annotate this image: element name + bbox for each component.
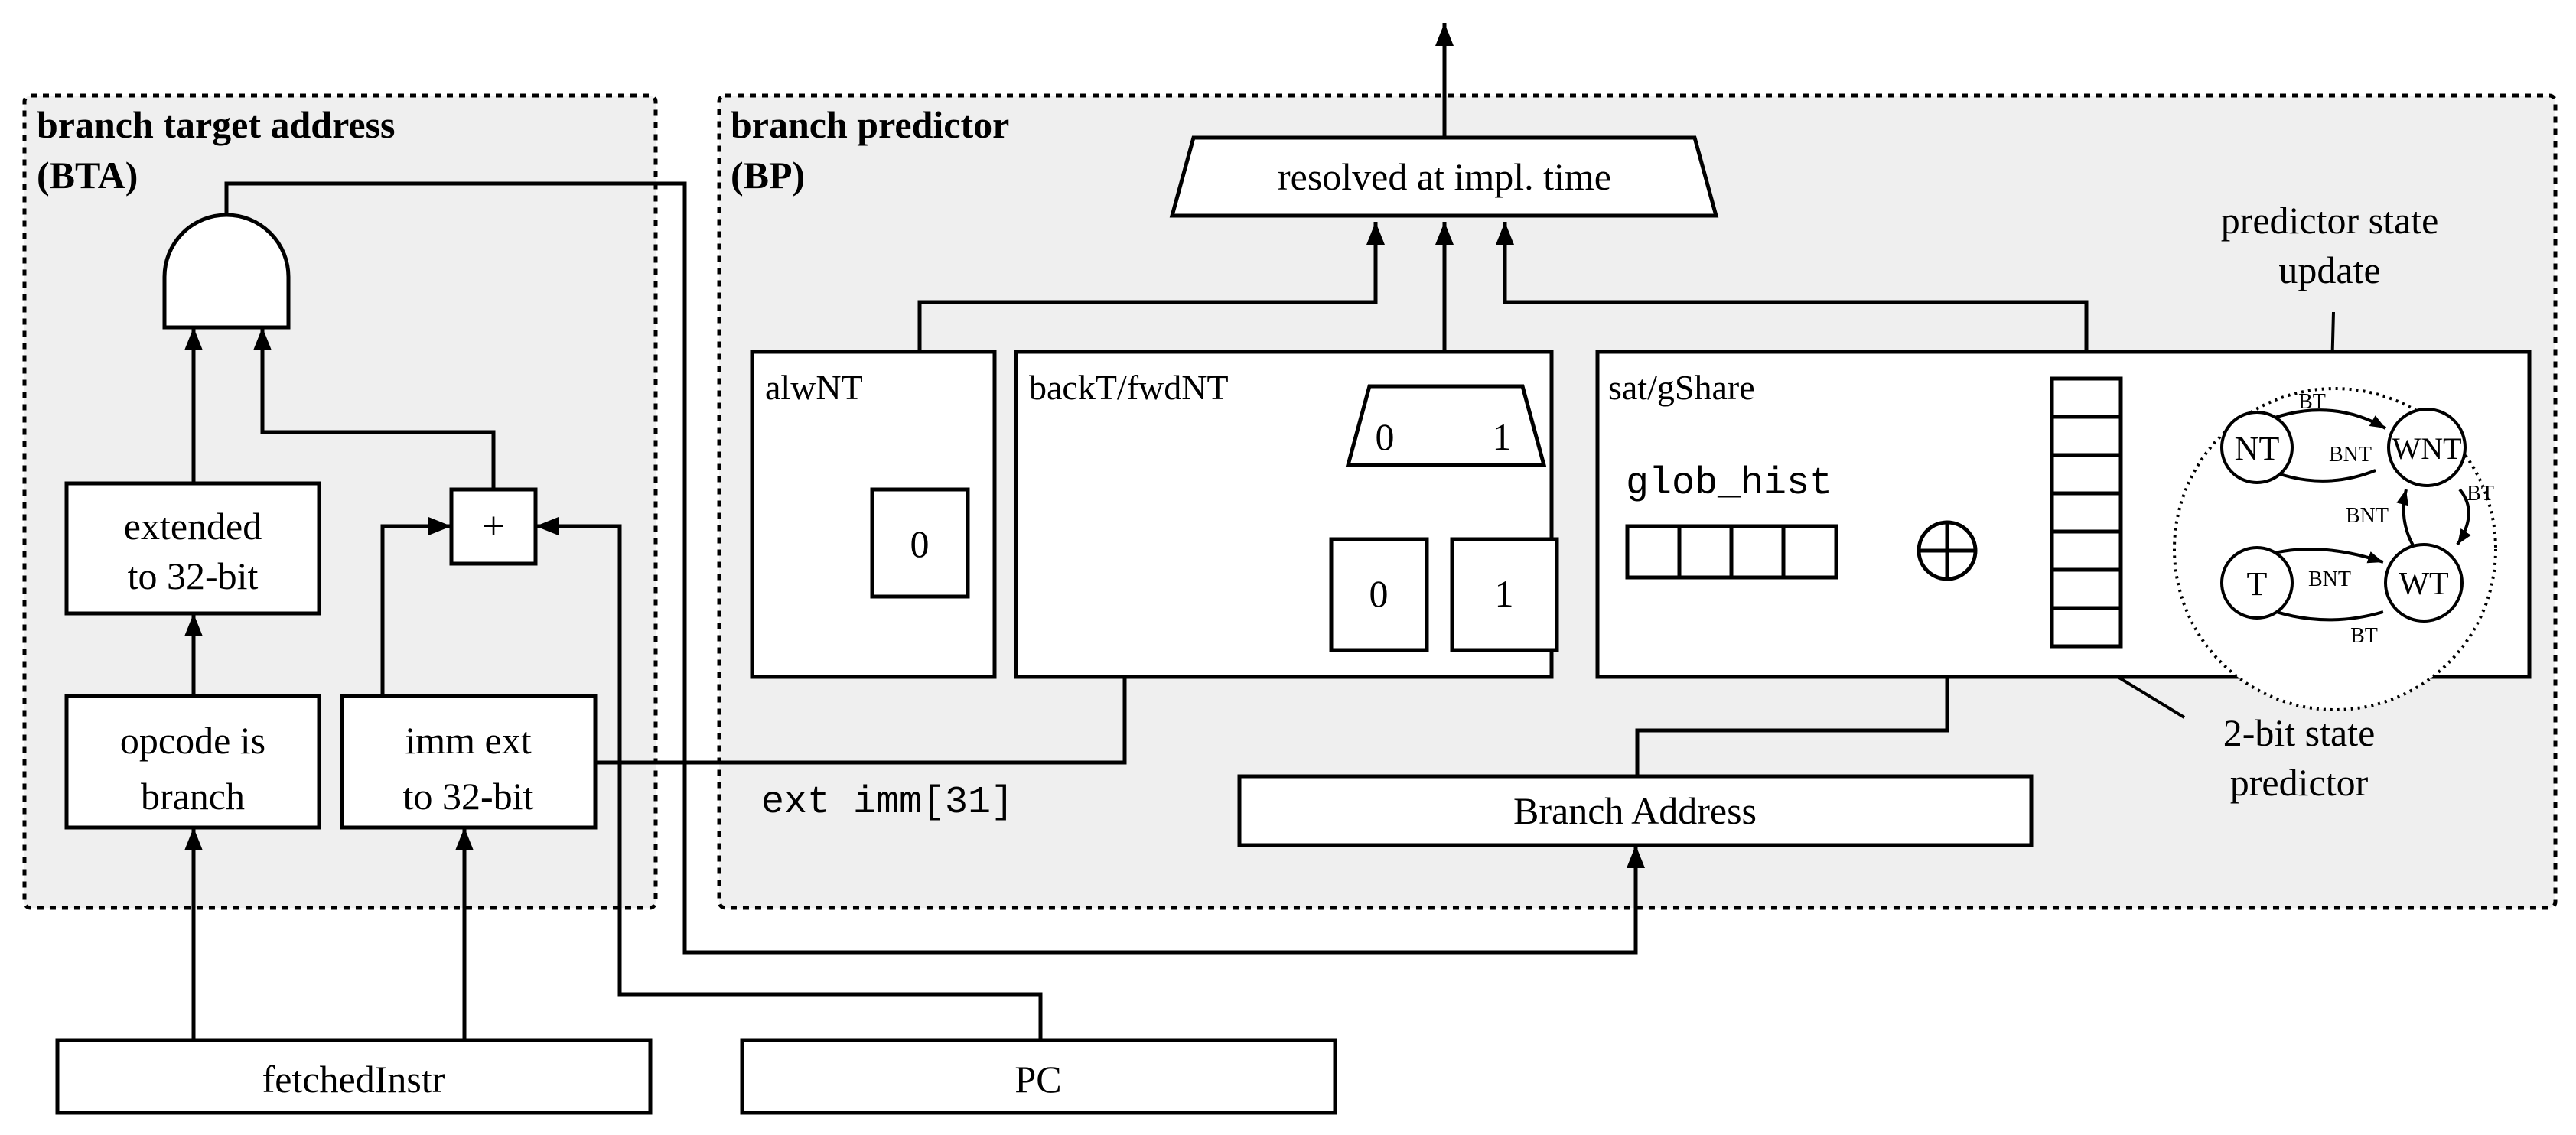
bta-subtitle: (BTA)	[37, 154, 138, 197]
state-nt-label: NT	[2235, 430, 2280, 467]
mux-input-0: 0	[1376, 415, 1395, 458]
imm-text-1: imm ext	[405, 719, 531, 762]
glob-hist-cell	[1729, 524, 1786, 580]
state-wnt-node	[2387, 408, 2467, 487]
state-cell	[2050, 568, 2123, 610]
state-nt-node	[2220, 411, 2294, 484]
alwnt-label: alwNT	[765, 368, 863, 407]
fetched-instr-box	[55, 1038, 653, 1115]
extended-box	[64, 481, 321, 616]
branch-address-label: Branch Address	[1513, 789, 1757, 832]
state-wnt-label: WNT	[2392, 431, 2461, 466]
resolver-trapezoid	[1169, 135, 1719, 218]
state-to-resolver	[1496, 222, 2089, 379]
backt-label: backT/fwdNT	[1029, 368, 1229, 407]
opcode-text-1: opcode is	[120, 719, 265, 762]
edge-label: BNT	[2329, 443, 2372, 467]
predictor-update-label-2: update	[2278, 249, 2380, 291]
two-bit-label-1: 2-bit state	[2223, 711, 2376, 754]
ext-imm-label: ext imm[31]	[761, 781, 1014, 824]
imm-text-2: to 32-bit	[403, 775, 534, 818]
state-wt-node	[2384, 543, 2464, 623]
alwnt-const-box	[870, 487, 970, 599]
fsm-edge-labels: BT BNT BT BNT BNT BT	[2298, 390, 2494, 648]
state-cell	[2050, 491, 2123, 534]
pc-label: PC	[1014, 1058, 1061, 1101]
and-output-wire	[224, 181, 1645, 955]
and-gate	[162, 213, 291, 330]
edge-label: BNT	[2346, 504, 2389, 528]
fetched-instr-label: fetchedInstr	[262, 1058, 445, 1101]
state-t-node	[2220, 546, 2294, 620]
edge-label: BNT	[2308, 568, 2351, 591]
backt-const0-box	[1329, 537, 1429, 652]
mux-input-1: 1	[1493, 415, 1512, 458]
two-bit-label-2: predictor	[2230, 761, 2369, 804]
fsm-states: NT WNT T WT	[2220, 408, 2467, 623]
glob-hist-cell	[1677, 524, 1734, 580]
alwnt-const-value: 0	[910, 522, 930, 565]
pc-to-adder	[536, 517, 1043, 1040]
state-cell	[2050, 376, 2123, 419]
imm-to-adder	[380, 517, 451, 696]
opcode-box	[64, 694, 321, 830]
xor-gate	[1917, 520, 1978, 581]
predictor-update-label-1: predictor state	[2221, 199, 2439, 242]
backt-const1-box	[1450, 537, 1559, 652]
edge-label: BT	[2350, 624, 2378, 648]
state-cell	[2050, 529, 2123, 572]
glob-hist-cell	[1781, 524, 1838, 580]
bta-title: branch target address	[37, 103, 396, 146]
edge-label: BT	[2467, 482, 2494, 506]
glob-hist-register	[1625, 524, 1838, 580]
opcode-text-2: branch	[141, 775, 245, 818]
state-wt-label: WT	[2399, 567, 2448, 602]
mux-trapezoid	[1345, 384, 1547, 467]
adder-symbol: +	[482, 505, 504, 548]
adder-to-and	[253, 327, 496, 489]
state-table	[2050, 376, 2123, 649]
bp-subtitle: (BP)	[731, 154, 805, 197]
backt-const1-value: 1	[1495, 572, 1514, 615]
state-cell	[2050, 415, 2123, 457]
resolver-label: resolved at impl. time	[1278, 155, 1611, 198]
edge-label: BT	[2298, 390, 2326, 414]
state-cell	[2050, 453, 2123, 496]
state-t-label: T	[2247, 565, 2268, 603]
adder-box	[449, 487, 538, 566]
bp-title: branch predictor	[731, 103, 1009, 146]
sat-label: sat/gShare	[1608, 368, 1755, 407]
extended-text-1: extended	[124, 505, 262, 548]
imm-ext-box	[340, 694, 598, 830]
glob-hist-cell	[1625, 524, 1682, 580]
pc-box	[740, 1038, 1337, 1115]
backt-const0-value: 0	[1369, 572, 1389, 615]
glob-hist-label: glob_hist	[1626, 462, 1832, 506]
extended-text-2: to 32-bit	[128, 554, 259, 597]
state-cell	[2050, 606, 2123, 649]
branch-address-box	[1237, 774, 2034, 847]
